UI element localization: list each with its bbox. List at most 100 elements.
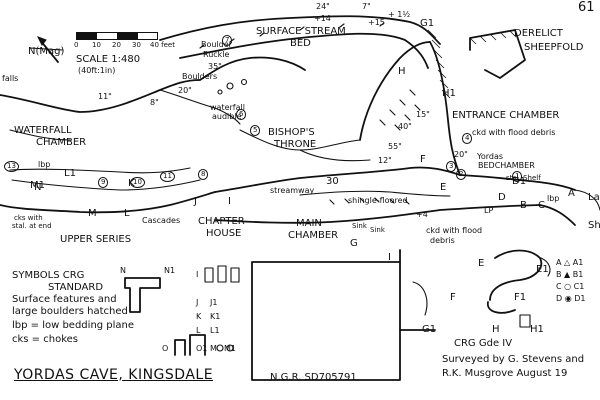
letter-h: H [398, 66, 406, 77]
legend-j: J [196, 298, 199, 307]
scale-tick-30: 30 [132, 41, 141, 49]
letter-m: M [88, 208, 97, 219]
letter-h1: H1 [442, 88, 456, 99]
north-arrow-icon [29, 36, 63, 63]
letter-l1: L1 [64, 168, 76, 179]
label-house: HOUSE [206, 228, 242, 239]
scale-text: SCALE 1:480 [76, 54, 141, 65]
legend-j1: J1 [210, 298, 218, 307]
letter-lp: LP [484, 206, 494, 215]
station-9: 9 [98, 176, 109, 188]
legend-n1: N1 [164, 266, 176, 275]
letter-d1: D1 [512, 176, 527, 187]
letter-g1-a: G1 [420, 18, 435, 29]
depth-55: 55" [388, 142, 402, 151]
label-chapter: CHAPTER [198, 216, 245, 227]
letter-l: L [124, 208, 130, 219]
survey-credit-1: Surveyed by G. Stevens and [442, 354, 585, 365]
legend-symbols-title: SYMBOLS CRG [12, 270, 85, 281]
legend-surface-1: Surface features and [12, 294, 117, 305]
letter-n: N [34, 182, 42, 193]
legend-k1: K1 [210, 312, 221, 321]
label-bed: BED [290, 38, 311, 49]
legend-cks: cks = chokes [12, 334, 78, 345]
label-debris: debris [430, 236, 455, 245]
legend-symbols [124, 265, 240, 356]
section-e1: E1 [536, 264, 549, 275]
scale-tick-10: 10 [92, 41, 101, 49]
legend-standard: STANDARD [48, 282, 104, 293]
legend-surface-2: large boulders hatched [12, 306, 128, 317]
depth-8: 8" [150, 98, 159, 107]
entrance-chamber [359, 29, 461, 176]
label-ckd-1: ckd with flood debris [472, 128, 556, 137]
legend-l: L [196, 326, 201, 335]
label-falls: falls [2, 74, 19, 83]
station-4: 4 [462, 132, 473, 144]
letter-d: D [498, 192, 506, 203]
label-cascades: Cascades [142, 216, 181, 225]
legend-o: O [162, 344, 169, 353]
survey-credit-2: R.K. Musgrove August 19 [442, 368, 568, 379]
label-bishops: BISHOP'S [268, 127, 315, 138]
label-cks-with: cks with [14, 214, 43, 222]
legend-l1: L1 [210, 326, 220, 335]
letter-k: K [128, 178, 135, 189]
label-stal-shelf: stal. Shelf [506, 174, 541, 182]
depth-4: +4 [416, 210, 428, 219]
upper-series-passage [0, 79, 216, 214]
label-upper-series: UPPER SERIES [60, 234, 132, 245]
key-a-a1: A △ A1 [556, 258, 584, 267]
station-5: 5 [250, 124, 261, 136]
page-number: 61 [578, 0, 595, 15]
section-f: F [450, 292, 456, 303]
legend-k: K [196, 312, 202, 321]
station-13: 13 [4, 160, 19, 172]
label-ruckle: Ruckle [203, 50, 230, 59]
label-boulders: Boulders [182, 72, 218, 81]
station-1: 1 [512, 170, 523, 182]
legend-lbp: lbp = low bedding plane [12, 320, 135, 331]
station-10: 10 [130, 176, 145, 188]
letter-m1: M1 [30, 180, 45, 191]
depth-40: 40" [398, 122, 412, 131]
key-c-c1: C ○ C1 [556, 282, 585, 291]
section-g1: G1 [422, 324, 437, 335]
label-sink-1: Sink [352, 222, 367, 230]
scale-tick-0: 0 [74, 41, 79, 49]
scale-tick-40: 40 feet [150, 41, 175, 49]
label-la: La [588, 192, 600, 203]
letter-c: C [538, 200, 545, 211]
station-7: 7 [222, 34, 233, 46]
section-i: I [388, 252, 391, 263]
depth-12: 12" [378, 156, 392, 165]
scale-bar [76, 32, 158, 40]
depth-30: 30 [326, 176, 339, 187]
depth-11: 11" [98, 92, 112, 101]
letter-b: B [520, 200, 527, 211]
label-lbp-2: lbp [547, 194, 560, 203]
legend-o1: O1 [196, 344, 208, 353]
label-ckd-2: ckd with flood [426, 226, 483, 235]
legend-n: N [120, 266, 126, 275]
label-surface-stream: SURFACE STREAM [256, 26, 346, 37]
scale-sub: (40ft:1in) [78, 66, 116, 75]
label-sheepfold: SHEEPFOLD [524, 42, 584, 53]
label-streamway: streamway [270, 186, 315, 195]
label-throne: THRONE [274, 139, 317, 150]
key-d-d1: D ◉ D1 [556, 294, 586, 303]
label-main-chamber: CHAMBER [288, 230, 339, 241]
surface-stream-bed [159, 15, 441, 69]
label-chamber: CHAMBER [36, 137, 87, 148]
label-stal-at-end: stal. at end [12, 222, 52, 230]
depth-15b: 15" [416, 110, 430, 119]
label-lbp-1: lbp [38, 160, 51, 169]
scale-tick-20: 20 [112, 41, 121, 49]
letter-e: E [440, 182, 447, 193]
bedchamber-passage [459, 174, 600, 226]
label-yordas: Yordas [477, 152, 504, 161]
legend-i: I [196, 270, 199, 279]
station-6: 6 [236, 108, 247, 120]
depth-24: 24" [316, 2, 330, 11]
